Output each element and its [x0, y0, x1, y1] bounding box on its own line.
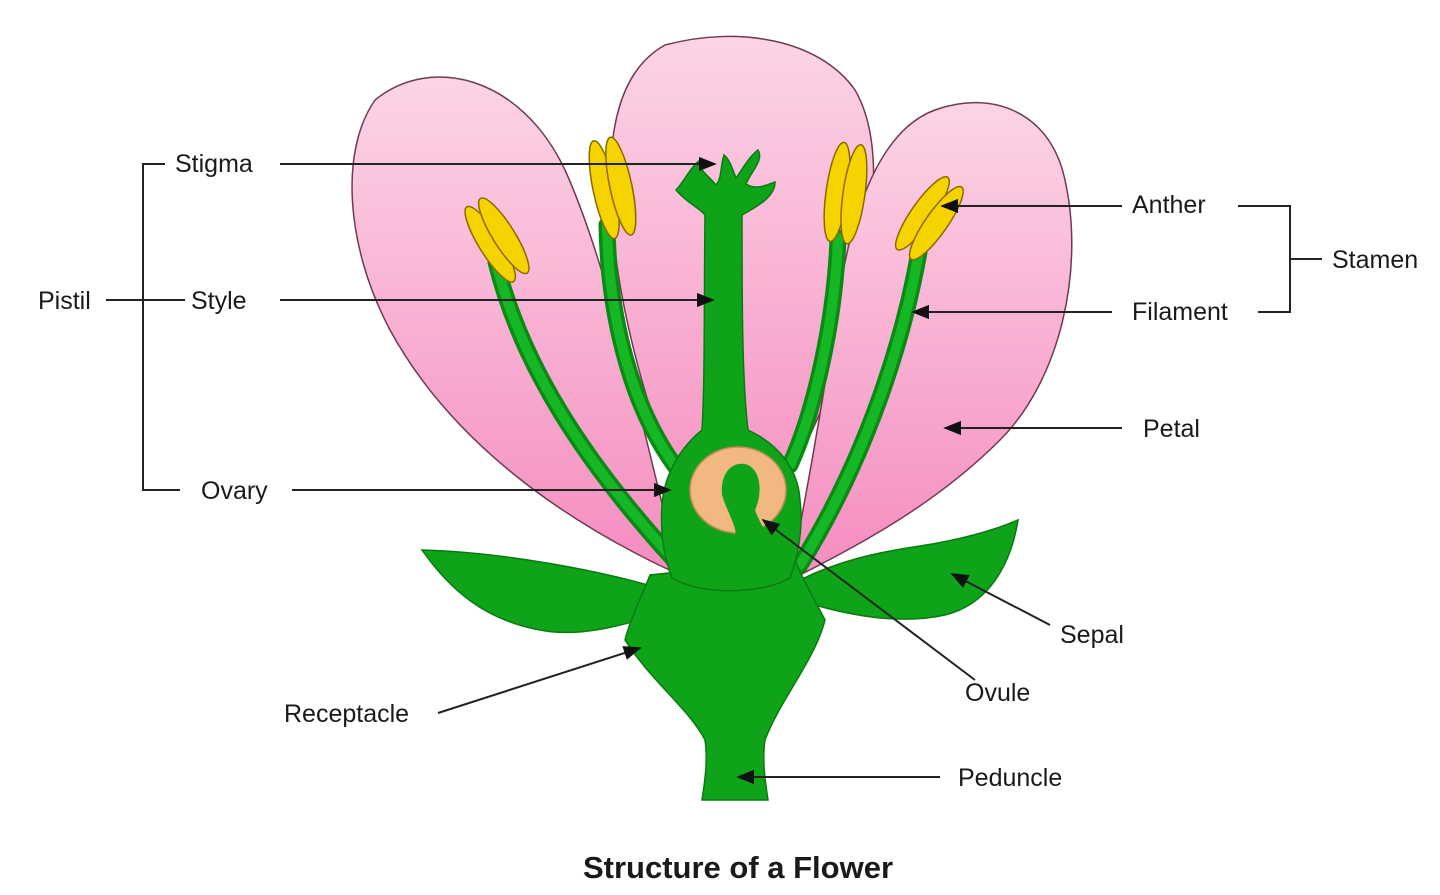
label-style: Style [191, 287, 247, 315]
receptacle-pointer [437, 646, 642, 714]
label-ovule: Ovule [965, 679, 1030, 707]
leader-lines [106, 156, 1322, 785]
filament [795, 235, 926, 570]
ovule-pointer [761, 518, 976, 681]
diagram-title: Structure of a Flower [583, 850, 893, 885]
label-pistil: Pistil [38, 287, 91, 315]
label-petal: Petal [1143, 415, 1200, 443]
label-receptacle: Receptacle [284, 700, 409, 728]
sepal-pointer [950, 573, 1051, 626]
receptacle [624, 559, 826, 801]
ovule-funiculus [721, 463, 769, 545]
sepals [420, 518, 1019, 634]
sepal-left [420, 549, 666, 634]
labels: Stigma Style Ovary Pistil Anther Filamen… [38, 150, 1418, 792]
label-stigma: Stigma [175, 150, 253, 178]
filaments [487, 216, 930, 584]
label-filament: Filament [1132, 298, 1228, 326]
anther [464, 197, 530, 283]
filament [785, 233, 843, 470]
anther [823, 141, 868, 245]
sepal-right [798, 518, 1019, 620]
label-peduncle: Peduncle [958, 764, 1062, 792]
label-stamen: Stamen [1332, 246, 1418, 274]
anthers [464, 136, 964, 283]
label-ovary: Ovary [201, 477, 268, 505]
filament [602, 220, 683, 475]
pistil-bracket [142, 163, 180, 491]
label-anther: Anther [1132, 191, 1206, 219]
label-sepal: Sepal [1060, 621, 1124, 649]
filament [491, 257, 693, 580]
anther [588, 136, 637, 240]
stamen-bracket [1238, 205, 1291, 313]
